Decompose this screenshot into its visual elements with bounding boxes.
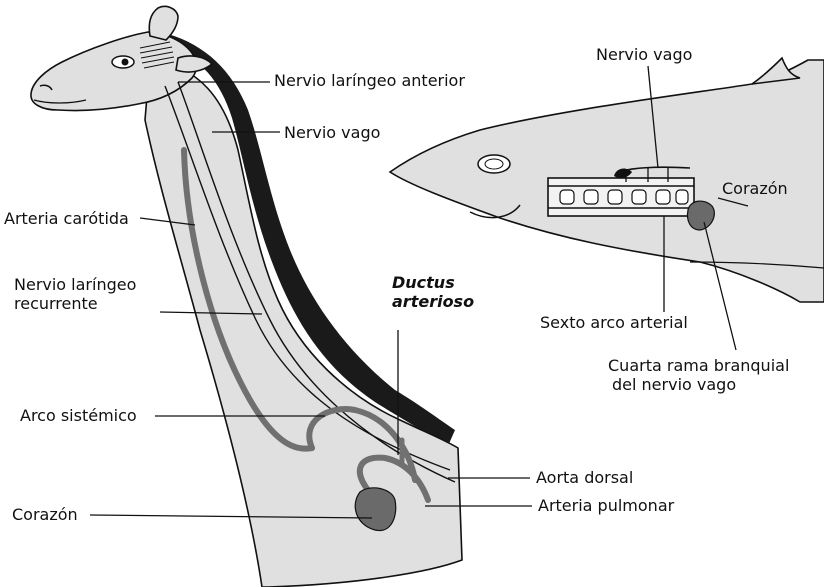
giraffe-mouth <box>33 99 87 104</box>
label-ductus-arteriosus: Ductus arterioso <box>392 273 474 311</box>
label-recurrent-laryngeal-nerve: Nervio laríngeo recurrente <box>14 275 136 313</box>
shark-ganglion <box>614 168 632 179</box>
label-sixth-arterial-arch: Sexto arco arterial <box>540 313 688 332</box>
label-systemic-arch: Arco sistémico <box>20 406 137 425</box>
label-fourth-branchial-branch: Cuarta rama branquial del nervio vago <box>608 356 789 394</box>
giraffe-head-hatch <box>139 41 175 69</box>
giraffe-heart <box>354 487 397 532</box>
giraffe-systemic-arch <box>306 406 418 483</box>
label-vagus-nerve-giraffe: Nervio vago <box>284 123 381 142</box>
giraffe-leader-lines <box>89 81 532 519</box>
giraffe-laryngeal-nerve <box>164 85 451 471</box>
label-ductus-line-1: Ductus <box>392 273 455 292</box>
label-pulmonary-artery: Arteria pulmonar <box>538 496 675 515</box>
giraffe-head <box>30 31 198 112</box>
shark-eye <box>477 154 511 174</box>
giraffe-carotid-artery <box>181 147 315 452</box>
label-laryngeal-anterior-nerve: Nervio laríngeo anterior <box>274 71 465 90</box>
giraffe-pulmonary-arch <box>357 454 431 503</box>
shark-mouth <box>469 204 521 219</box>
label-vagus-nerve-shark: Nervio vago <box>596 45 693 64</box>
giraffe-ossicone <box>148 5 179 41</box>
shark-gill-arches <box>547 177 695 217</box>
shark-iris <box>484 158 504 170</box>
giraffe-ear <box>175 55 214 73</box>
label-ductus-line-2: arterioso <box>392 292 475 311</box>
shark-heart <box>686 200 715 231</box>
label-recurrent-line-2: recurrente <box>14 294 98 313</box>
label-dorsal-aorta: Aorta dorsal <box>536 468 634 487</box>
label-carotid-artery: Arteria carótida <box>4 209 129 228</box>
label-heart-shark: Corazón <box>722 179 788 198</box>
label-fourth-line-2: del nervio vago <box>612 375 737 394</box>
label-recurrent-line-1: Nervio laríngeo <box>14 275 137 294</box>
giraffe-mane <box>168 34 455 446</box>
shark-belly-line <box>689 261 824 269</box>
shark-figure <box>388 56 824 351</box>
shark-dorsal-fin <box>751 56 801 85</box>
shark-leader-lines <box>647 65 749 351</box>
giraffe-nostril <box>39 84 53 91</box>
label-fourth-line-1: Cuarta rama branquial <box>608 356 790 375</box>
label-heart-giraffe: Corazón <box>12 505 78 524</box>
giraffe-pupil <box>121 58 129 66</box>
giraffe-figure <box>30 5 532 587</box>
